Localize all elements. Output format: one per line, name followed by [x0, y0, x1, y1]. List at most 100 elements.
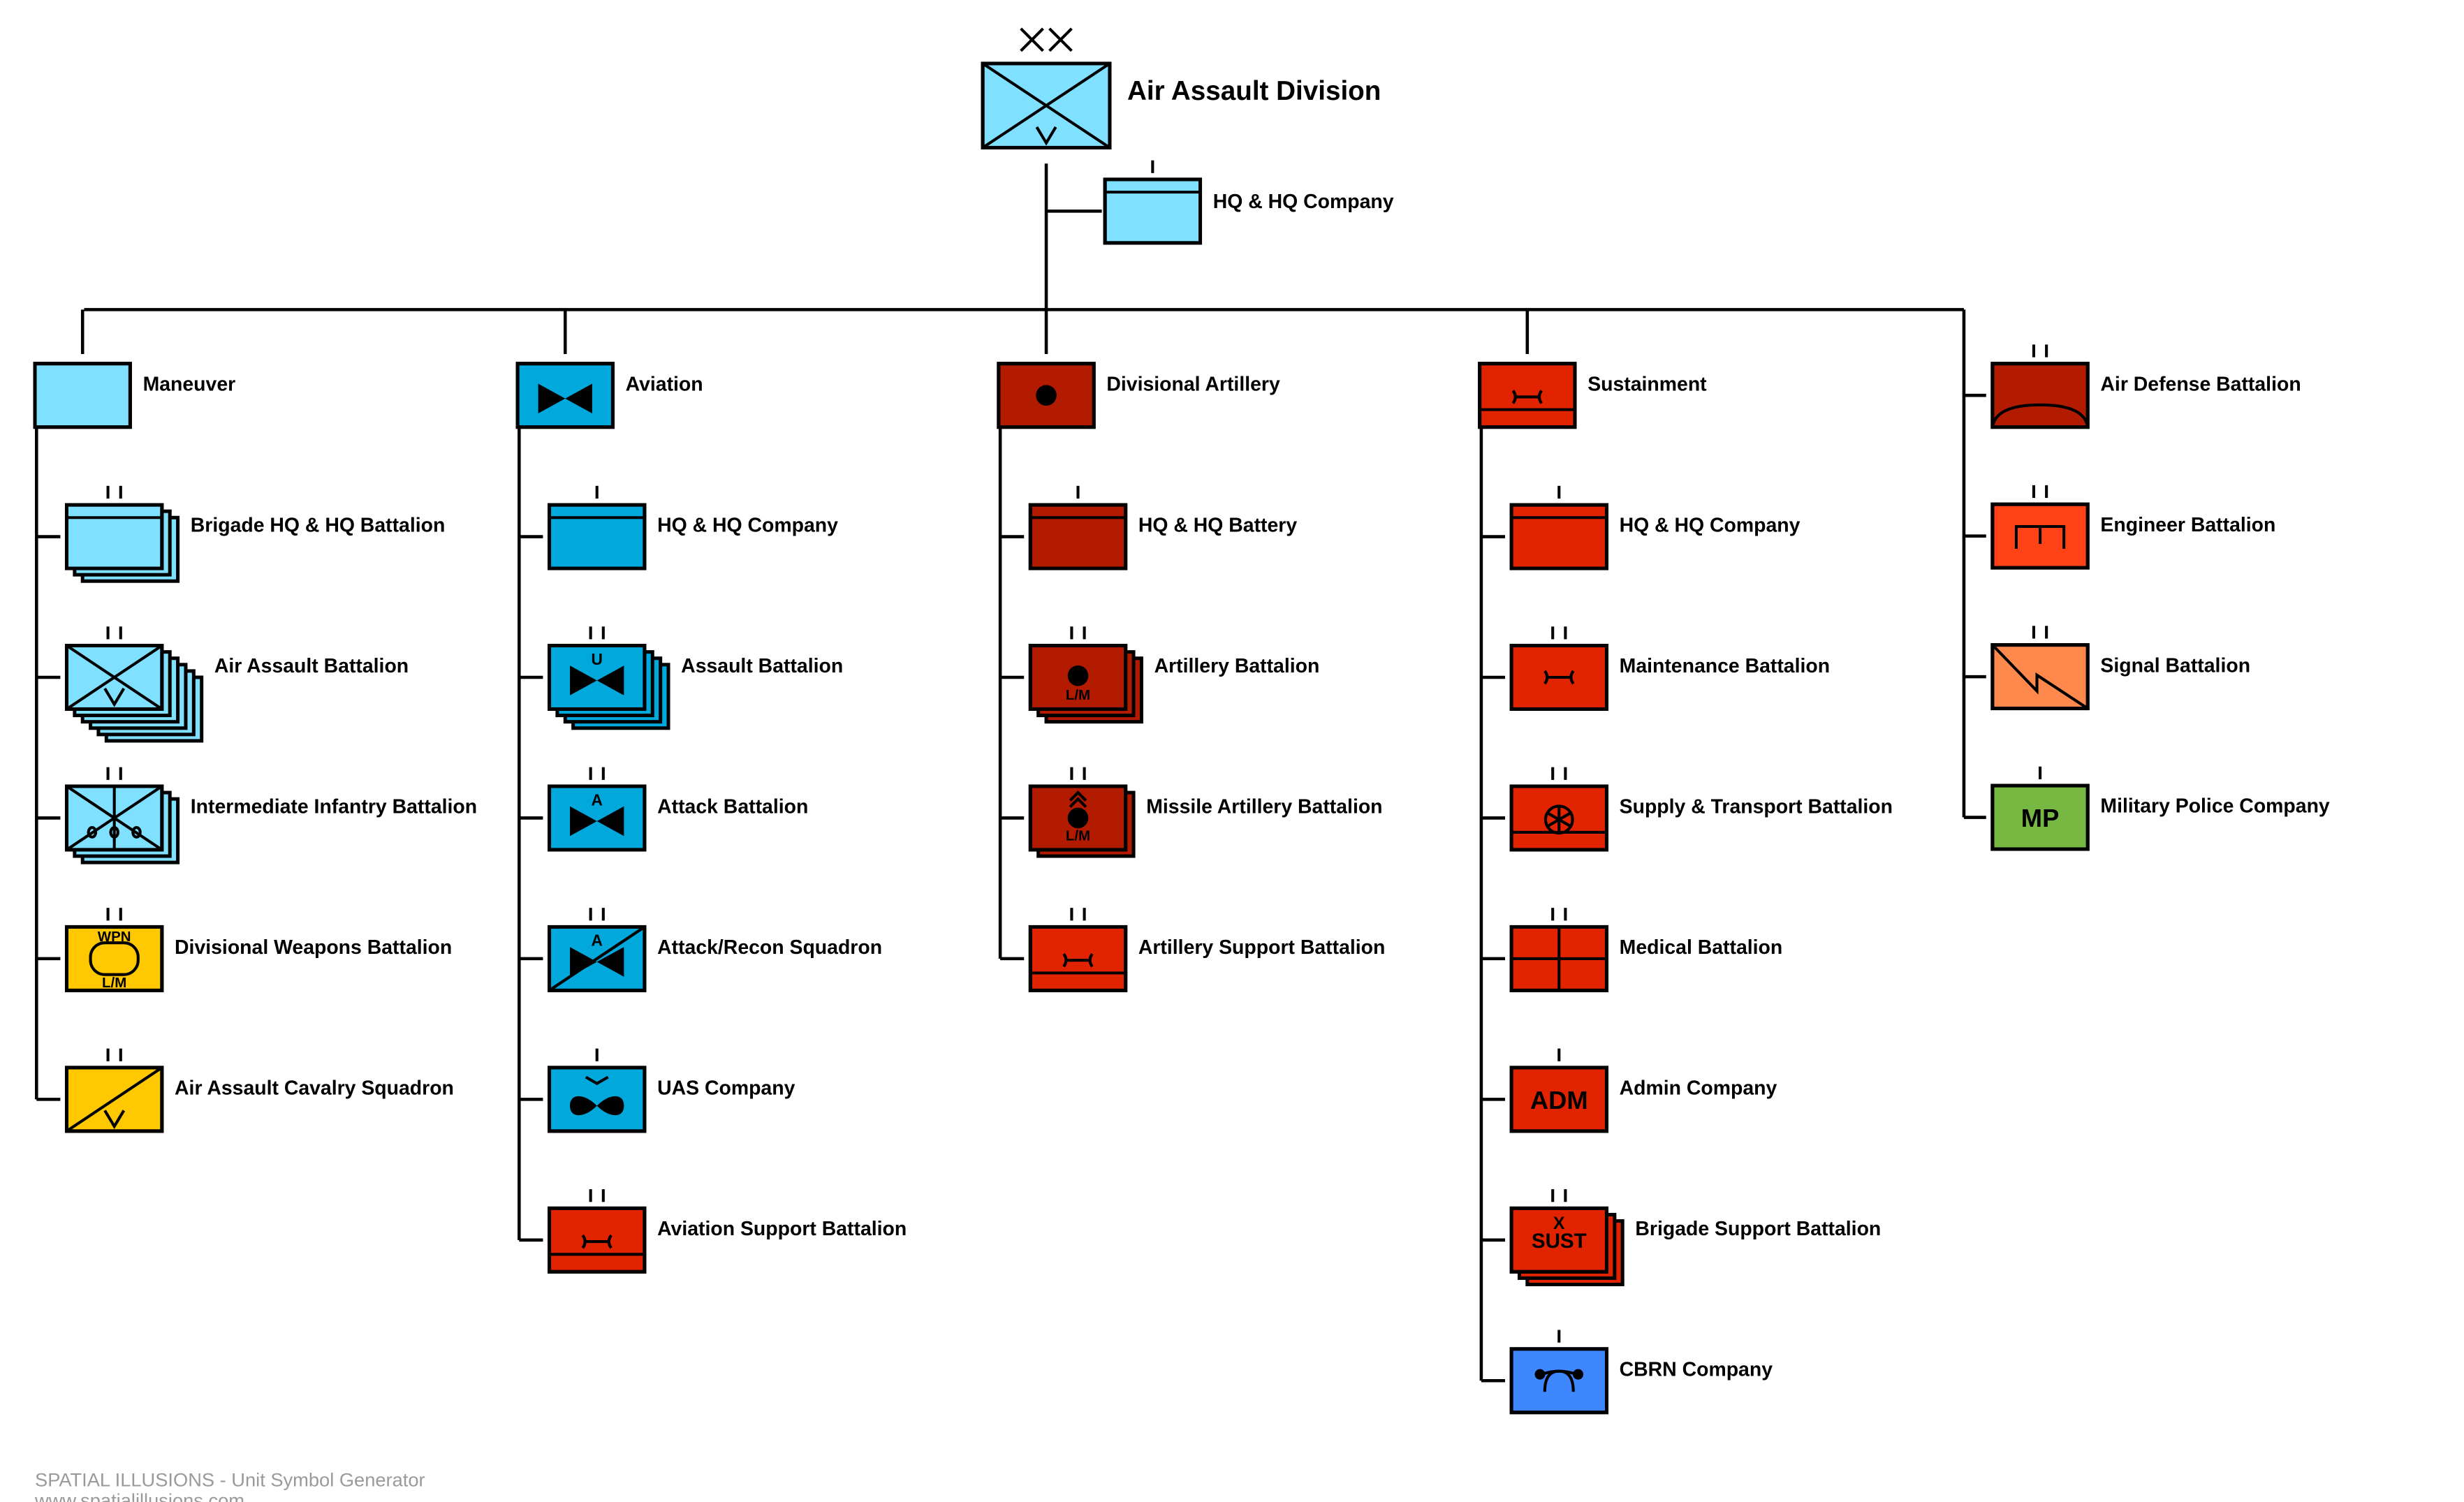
- unit-frame-border: [64, 925, 164, 992]
- unit-frame[interactable]: [64, 503, 164, 570]
- unit-medical-battalion: [1509, 908, 1608, 992]
- unit-frame-border: [64, 1066, 164, 1133]
- unit-frame-border: [1509, 503, 1608, 570]
- infantry-air-assault-icon: [981, 62, 1111, 149]
- echelon-battalion-icon: [106, 626, 122, 640]
- cavalry-air-assault-icon: [66, 1066, 163, 1133]
- modifier-center-text: ADM: [1530, 1086, 1588, 1114]
- unit-frame[interactable]: [548, 1206, 647, 1274]
- unit-uas-company: [548, 1048, 647, 1133]
- unit-frame-border: [64, 784, 164, 852]
- unit-frame-border: [981, 61, 1112, 149]
- unit-label: Admin Company: [1620, 1077, 1777, 1100]
- unit-frame[interactable]: [1028, 925, 1128, 992]
- unit-hq-hq-company: [548, 485, 647, 570]
- maintenance-support-icon: [549, 1234, 645, 1256]
- modifier-center-text: SUST: [1532, 1230, 1587, 1253]
- unit-maintenance-battalion: [1509, 626, 1608, 711]
- column-header-aviation: [515, 362, 615, 429]
- unit-frame-border: [64, 644, 164, 711]
- unit-frame[interactable]: [33, 362, 132, 429]
- unit-aviation-support-battalion: [548, 1189, 647, 1274]
- unit-attack-battalion: A: [548, 767, 647, 852]
- division-hq-symbol: [1103, 160, 1203, 245]
- unit-frame-border: [548, 1066, 647, 1133]
- unit-frame-border: [1990, 502, 2090, 570]
- supply-transport-icon: [1511, 804, 1607, 835]
- unit-frame[interactable]: [548, 503, 647, 570]
- column-header-divisional-artillery: [997, 362, 1096, 429]
- echelon-battalion-icon: [1070, 767, 1086, 780]
- unit-label: Military Police Company: [2100, 795, 2329, 818]
- echelon-battalion-icon: [1070, 908, 1086, 921]
- unit-label: Assault Battalion: [681, 655, 843, 677]
- modifier-top-text: WPN: [98, 929, 131, 945]
- unit-attack-recon-squadron: A: [548, 908, 647, 992]
- unit-frame[interactable]: [1509, 1347, 1608, 1415]
- air-defense-icon: [1990, 403, 2090, 428]
- unit-frame-border: [1990, 783, 2090, 851]
- maintenance-support-icon: [1030, 952, 1126, 975]
- unit-frame-border: [1509, 1347, 1608, 1415]
- unit-frame-border: [1509, 1206, 1608, 1274]
- echelon-battalion-icon: [2032, 485, 2048, 499]
- unit-frame[interactable]: [548, 1066, 647, 1133]
- unit-frame-border: [64, 503, 164, 570]
- unit-engineer-battalion: [1990, 485, 2090, 570]
- modifier-bottom-text: L/M: [1066, 827, 1090, 844]
- unit-air-assault-cavalry-squadron: [64, 1048, 164, 1133]
- unit-artillery-battalion: L/M: [1028, 626, 1143, 724]
- medical-icon: [1511, 927, 1607, 991]
- unit-frame[interactable]: [515, 362, 615, 429]
- unit-artillery-support-battalion: [1028, 908, 1128, 992]
- unit-air-assault-battalion: [64, 626, 204, 743]
- modifier-top-text: A: [592, 790, 603, 809]
- column-header-sustainment: [1478, 362, 1577, 429]
- unit-assault-battalion: U: [548, 626, 670, 730]
- unit-cbrn-company: [1509, 1330, 1608, 1415]
- footer-url: www.spatialillusions.com: [34, 1489, 244, 1502]
- echelon-battalion-icon: [2032, 344, 2048, 358]
- unit-label: Artillery Battalion: [1154, 655, 1320, 677]
- unit-frame-border: [1028, 503, 1128, 570]
- column-header-label: Sustainment: [1587, 373, 1707, 395]
- unit-supply-transport-battalion: [1509, 767, 1608, 852]
- unit-label: Attack Battalion: [657, 796, 808, 818]
- column-header-label: Maneuver: [143, 373, 236, 395]
- unit-label: Missile Artillery Battalion: [1146, 796, 1382, 818]
- column-header-label: Divisional Artillery: [1106, 373, 1280, 395]
- uas-icon: [570, 1075, 624, 1116]
- unit-frame[interactable]: [1103, 177, 1203, 245]
- division-hq-label: HQ & HQ Company: [1213, 191, 1394, 213]
- unit-label: Brigade Support Battalion: [1635, 1218, 1881, 1240]
- unit-frame-border: [548, 1206, 647, 1274]
- missile-artillery-icon: L/M: [1066, 790, 1090, 844]
- modifier-bottom-text: L/M: [102, 975, 126, 991]
- unit-frame[interactable]: [1478, 362, 1577, 429]
- unit-label: Intermediate Infantry Battalion: [191, 796, 477, 818]
- modifier-bottom-text: L/M: [1066, 687, 1090, 703]
- unit-frame[interactable]: [1990, 362, 2090, 429]
- echelon-battalion-icon: [589, 908, 605, 921]
- echelon-battalion-icon: [589, 626, 605, 640]
- echelon-battalion-icon: [589, 767, 605, 780]
- echelon-battalion-icon: [1551, 908, 1567, 921]
- echelon-division-icon: [1020, 27, 1073, 52]
- weapons-icon: WPN L/M: [89, 929, 140, 991]
- maintenance-support-icon: [1479, 390, 1576, 411]
- unit-label: Brigade HQ & HQ Battalion: [191, 515, 446, 537]
- unit-frame[interactable]: [1028, 503, 1128, 570]
- echelon-battalion-icon: [1551, 626, 1567, 640]
- unit-missile-artillery-battalion: L/M: [1028, 767, 1136, 858]
- unit-label: Maintenance Battalion: [1620, 655, 1830, 677]
- unit-frame-border: [1478, 362, 1577, 429]
- unit-admin-company: ADM: [1509, 1048, 1608, 1133]
- unit-frame[interactable]: [1509, 503, 1608, 570]
- unit-frame-border: [548, 925, 647, 992]
- unit-label: Signal Battalion: [2100, 654, 2250, 677]
- unit-label: HQ & HQ Battery: [1138, 515, 1297, 537]
- division-symbol: [981, 27, 1112, 149]
- unit-frame-border: [997, 362, 1096, 429]
